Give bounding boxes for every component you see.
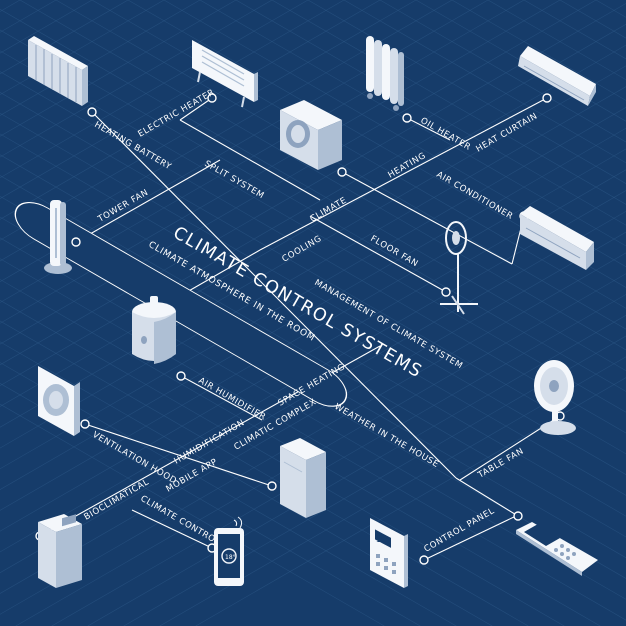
table-fan-icon	[534, 360, 576, 435]
bioclimatical-icon	[38, 514, 82, 588]
remote-control-icon	[516, 522, 598, 576]
electric-heater-icon	[192, 40, 258, 108]
climatic-complex-icon	[280, 438, 326, 518]
air-humidifier-icon	[132, 296, 176, 364]
mobile-app-icon: 18°	[214, 516, 244, 586]
split-system-icon	[518, 46, 596, 106]
phone-temperature: 18°	[225, 554, 236, 561]
connector-lines	[39, 97, 561, 561]
air-conditioner-outdoor-icon	[280, 100, 342, 170]
tower-fan-icon	[44, 200, 72, 274]
floor-fan-icon	[440, 221, 478, 315]
oil-heater-icon	[366, 36, 404, 111]
radiator-icon	[28, 36, 88, 106]
control-panel-icon: 15°	[370, 518, 408, 588]
ventilation-hood-icon	[38, 366, 80, 436]
air-conditioner-indoor-icon	[520, 206, 594, 270]
panel-temperature: 15°	[376, 536, 388, 544]
